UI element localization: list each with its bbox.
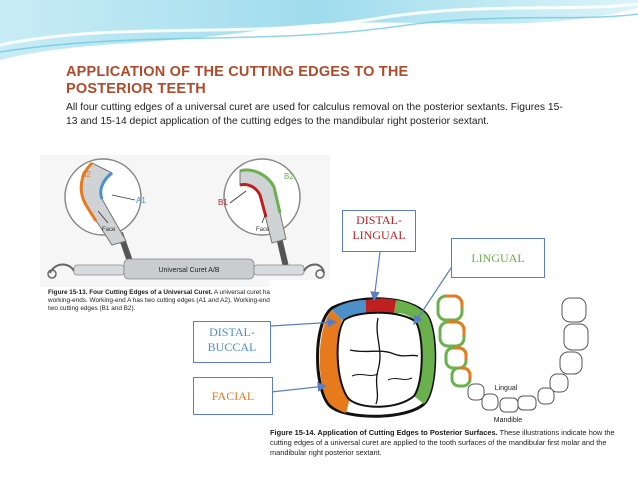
figure-15-14-illustration: Lingual Mandible: [270, 280, 610, 425]
section-heading-line2: POSTERIOR TEETH: [66, 81, 206, 97]
label-distal-lingual: DISTAL- LINGUAL: [342, 210, 416, 252]
working-end-b-magnifier: [223, 158, 301, 268]
label-a2: A2: [81, 170, 91, 179]
working-end-a-magnifier: [64, 158, 142, 268]
figure-15-13-caption-title: Figure 15-13. Four Cutting Edges of a Un…: [48, 289, 213, 296]
header-waves: [0, 0, 638, 62]
label-distal-lingual-line2: LINGUAL: [352, 228, 406, 242]
mandibular-arch: [467, 297, 589, 413]
label-a1: A1: [136, 196, 146, 205]
label-facial: FACIAL: [193, 377, 273, 415]
label-b1: B1: [218, 198, 228, 207]
section-heading: APPLICATION OF THE CUTTING EDGES TO THE …: [66, 64, 566, 98]
figure-15-13-caption: Figure 15-13. Four Cutting Edges of a Un…: [48, 289, 298, 313]
figure-15-14-caption-text: These illustrations indicate how the cut…: [270, 428, 615, 457]
label-lingual: LINGUAL: [451, 238, 545, 278]
first-molar-occlusal: [316, 297, 437, 418]
label-face-b: Face: [256, 227, 270, 233]
figure-15-14-caption: Figure 15-14. Application of Cutting Edg…: [270, 428, 620, 458]
label-lingual-arch: Lingual: [495, 385, 518, 392]
intro-paragraph: All four cutting edges of a universal cu…: [66, 102, 563, 127]
label-mandible: Mandible: [494, 417, 523, 424]
figure-15-14-caption-title: Figure 15-14. Application of Cutting Edg…: [270, 428, 498, 437]
label-distal-buccal: DISTAL- BUCCAL: [193, 321, 271, 363]
label-distal-lingual-line1: DISTAL-: [356, 213, 402, 227]
figure-15-13-caption-text: A universal curet has two working-ends. …: [48, 289, 288, 312]
curet-instrument: [47, 258, 325, 280]
label-distal-buccal-line2: BUCCAL: [207, 340, 257, 354]
label-face-a: Face: [102, 227, 116, 233]
section-heading-line1: APPLICATION OF THE CUTTING EDGES TO THE: [66, 64, 409, 80]
label-b2: B2: [284, 172, 294, 181]
figure-15-13-illustration: A2 A1 Face B1 B2 Face Universal Curet A/…: [40, 155, 330, 287]
label-distal-buccal-line1: DISTAL-: [209, 325, 255, 339]
instrument-name: Universal Curet A/B: [158, 267, 219, 274]
